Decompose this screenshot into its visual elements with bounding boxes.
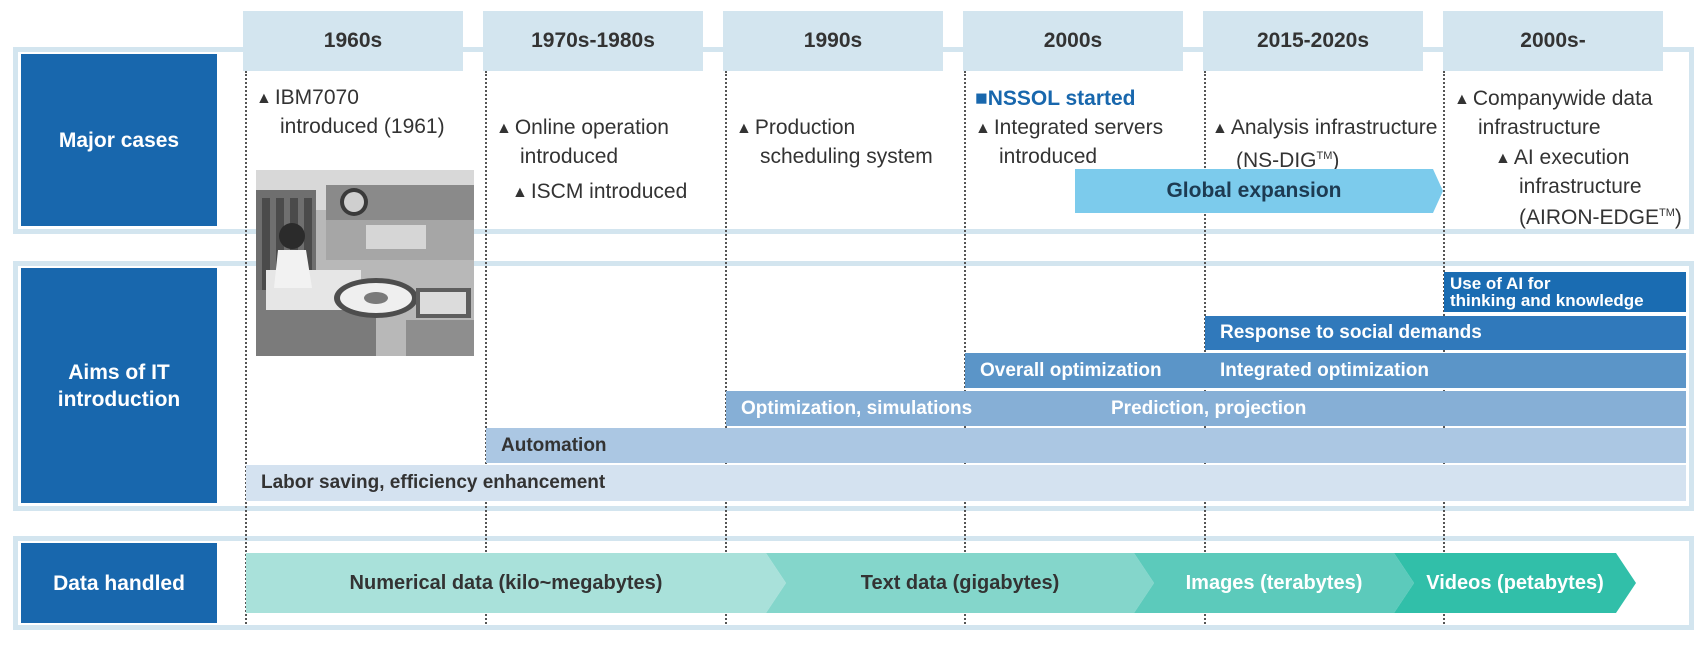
aim-bar-automation: Automation [486,428,1686,463]
data-text-label: Text data (gigabytes) [860,571,1060,594]
row-label-data-handled-text: Data handled [53,571,185,595]
aim-ai-line2: thinking and knowledge [1450,291,1644,310]
triangle-marker-icon: ▲ [736,120,752,137]
case-analysis-line1: Analysis infrastructure [1230,116,1438,139]
trademark-mark: TM [1316,150,1333,162]
data-arrows-shapes [246,553,1636,613]
era-label: 1990s [803,29,863,52]
case-integrated-line2: introduced [999,145,1098,168]
case-ai-line2: infrastructure [1519,175,1642,198]
row-label-major-cases: Major cases [21,54,217,226]
case-production-line2: scheduling system [760,145,933,168]
era-header-2000s: 2000s [963,11,1183,71]
global-expansion-arrow-shape [1075,169,1443,213]
aim-bar-overall-optimization: Overall optimization Integrated optimiza… [965,353,1686,388]
era-header-1960s: 1960s [243,11,463,71]
case-ibm7070-line2: introduced (1961) [280,115,445,138]
triangle-marker-icon: ▲ [256,90,272,107]
era-divider-1 [245,71,247,624]
triangle-marker-icon: ▲ [1212,120,1228,137]
data-arrows: Numerical data (kilo~megabytes) Text dat… [246,553,1636,613]
row-label-data-handled: Data handled [21,543,217,623]
era-header-2015-2020s: 2015-2020s [1203,11,1423,71]
row-label-major-cases-text: Major cases [58,128,180,152]
era-label: 2000s- [1520,29,1586,52]
case-nssol-text: NSSOL started [987,87,1136,110]
case-ibm7070: ▲IBM7070 introduced (1961) [256,84,445,140]
case-ai-execution: ▲AI execution infrastructure (AIRON-EDGE… [1495,144,1682,231]
case-integrated-servers: ▲Integrated servers introduced [975,114,1163,170]
data-numerical-label: Numerical data (kilo~megabytes) [349,571,663,594]
case-iscm: ▲ISCM introduced [512,178,687,207]
case-ai-close: ) [1674,206,1682,229]
trademark-mark: TM [1659,207,1675,219]
row-label-aims: Aims of IT introduction [21,268,217,503]
triangle-marker-icon: ▲ [1454,91,1470,108]
case-company-line1: Companywide data [1472,87,1653,110]
case-company-line2: infrastructure [1478,116,1601,139]
row-label-aims-line1: Aims of IT [68,360,170,384]
aim-bar-optimization: Optimization, simulations Prediction, pr… [726,391,1686,426]
aim-overall-label: Overall optimization [980,360,1162,381]
case-online-line2: introduced [520,145,619,168]
aim-bar-labor-saving: Labor saving, efficiency enhancement [246,465,1686,501]
case-iscm-text: ISCM introduced [530,180,688,203]
triangle-marker-icon: ▲ [1495,150,1511,167]
ibm7070-photo [256,170,474,356]
case-online-operation: ▲Online operation introduced [496,114,669,170]
era-header-2000s-plus: 2000s- [1443,11,1663,71]
aim-labor-label: Labor saving, efficiency enhancement [261,472,606,493]
global-expansion-label: Global expansion [1166,179,1342,202]
era-divider-3 [725,71,727,624]
era-divider-2 [485,71,487,624]
aim-bar-social-demands: Response to social demands [1205,316,1686,350]
case-analysis-infrastructure: ▲Analysis infrastructure (NS-DIGTM) [1212,114,1437,174]
aim-integrated-label: Integrated optimization [1220,360,1429,381]
case-ibm7070-line1: IBM7070 [274,86,359,109]
aim-automation-label: Automation [501,434,607,456]
aim-optimization-label: Optimization, simulations [741,398,973,419]
case-ai-line3: (AIRON-EDGE [1519,206,1660,229]
aim-prediction-label: Prediction, projection [1111,398,1307,419]
data-images-label: Images (terabytes) [1185,571,1363,594]
triangle-marker-icon: ▲ [975,120,991,137]
case-companywide-data: ▲Companywide data infrastructure [1454,85,1653,141]
square-marker-icon: ■ [975,87,988,110]
era-label: 2015-2020s [1256,29,1370,52]
aim-ai-line1: Use of AI for [1450,274,1551,293]
case-production-scheduling: ▲Production scheduling system [736,114,933,170]
data-videos-label: Videos (petabytes) [1426,571,1604,594]
era-label: 2000s [1043,29,1103,52]
case-nssol-started: ■NSSOL started [975,85,1136,112]
ibm7070-photo-drawing [256,170,474,356]
aim-bar-ai: Use of AI for thinking and knowledge [1444,272,1686,312]
case-ai-line1: AI execution [1513,146,1630,169]
aim-social-label: Response to social demands [1220,322,1482,343]
era-label: 1960s [323,29,383,52]
era-label: 1970s-1980s [531,29,655,52]
global-expansion-arrow: Global expansion [1075,169,1443,213]
case-analysis-close: ) [1332,149,1340,172]
era-header-1990s: 1990s [723,11,943,71]
case-integrated-line1: Integrated servers [993,116,1164,139]
triangle-marker-icon: ▲ [496,120,512,137]
case-analysis-line2: (NS-DIG [1236,149,1317,172]
era-header-1970s-1980s: 1970s-1980s [483,11,703,71]
triangle-marker-icon: ▲ [512,184,528,201]
case-production-line1: Production [754,116,856,139]
case-online-line1: Online operation [514,116,669,139]
row-label-aims-line2: introduction [57,387,181,411]
era-divider-4 [964,71,966,624]
